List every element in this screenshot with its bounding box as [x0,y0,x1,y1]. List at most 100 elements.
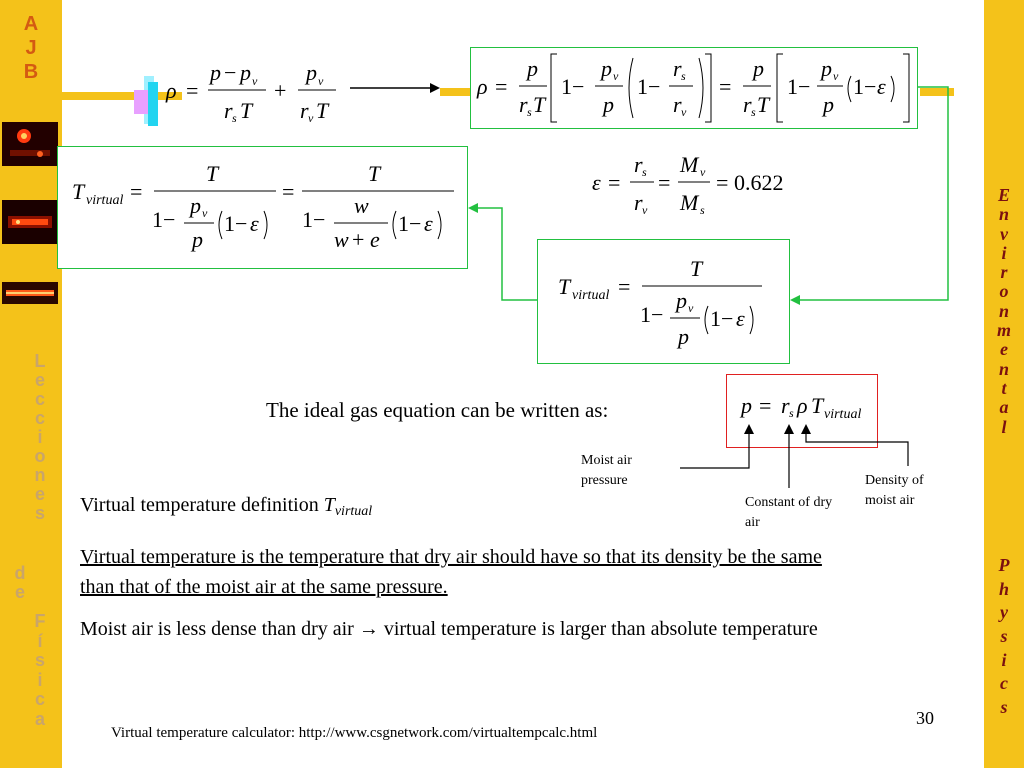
brand-letter: h [998,578,1009,599]
label-moist-air-pressure: Moist air pressure [581,453,632,488]
svg-text:1−: 1− [787,74,810,99]
svg-text:r: r [634,152,643,177]
calculator-link[interactable]: http://www.csgnetwork.com/virtualtempcal… [298,725,598,741]
svg-text:=: = [282,179,294,204]
label-density-moist-air: Density of moist air [865,473,924,508]
brand-letter: J [25,37,37,59]
svg-text:T: T [757,92,771,117]
svg-text:v: v [613,69,619,83]
brand-letter: L [34,351,46,371]
svg-text:ρ: ρ [165,78,177,103]
svg-text:1−: 1− [710,306,733,331]
svg-text:w: w [354,193,369,218]
svg-text:=: = [719,74,731,99]
svg-text:+: + [274,78,286,103]
svg-text:s: s [527,105,532,119]
definition-subscript: virtual [334,504,373,519]
brand-letter: s [1000,697,1008,718]
svg-text:p: p [188,193,201,218]
svg-text:T: T [811,393,825,418]
svg-text:p: p [525,56,538,81]
svg-text:ρ: ρ [796,393,808,418]
moist-air-statement: Moist air is less dense than dry air → v… [80,614,840,644]
svg-text:r: r [519,92,528,117]
brand-letter: r [1000,262,1008,283]
svg-text:=: = [759,393,771,418]
brand-letter: í [37,630,43,651]
brand-letter: s [1000,626,1008,647]
brand-letter: B [23,61,39,83]
definition-symbol: T [323,494,335,516]
svg-text:1−: 1− [640,302,663,327]
svg-text:=: = [186,78,198,103]
brand-letter: i [37,669,43,690]
svg-text:s: s [751,105,756,119]
svg-text:v: v [318,74,324,88]
svg-text:r: r [634,190,643,215]
brand-letter: e [34,484,45,504]
brand-letter: c [34,389,45,409]
svg-text:virtual: virtual [86,193,123,208]
brand-physics: P h y s i c s [990,556,1018,722]
definition-heading: Virtual temperature definition Tvirtual [80,490,372,527]
lab-photo-1 [2,122,58,166]
brand-letter: l [1001,416,1007,437]
svg-text:1−: 1− [853,74,876,99]
svg-text:−: − [224,60,236,85]
lab-photo-2 [2,200,58,244]
svg-text:virtual: virtual [572,288,609,303]
calculator-line: Virtual temperature calculator: http://w… [111,725,597,742]
lab-photo-3 [2,282,58,304]
brand-letter: d [14,563,26,583]
brand-letter: y [1000,602,1008,623]
svg-text:p: p [676,324,689,349]
svg-text:v: v [252,74,258,88]
brand-letter: E [997,185,1010,205]
svg-text:T: T [368,161,382,186]
brand-letter: P [998,555,1010,575]
svg-text:=: = [618,274,630,299]
brand-de: d e [8,564,32,602]
brand-letter: n [998,358,1009,379]
svg-text:r: r [673,92,682,117]
arrow-right [350,83,440,93]
svg-text:p: p [208,60,221,85]
brand-letter: F [34,611,46,631]
svg-text:=: = [495,74,507,99]
brand-letter: n [34,465,46,485]
svg-text:ε: ε [736,306,745,331]
brand-letter: n [998,204,1009,225]
brand-letter: i [1001,242,1007,263]
svg-text:=: = [608,170,620,195]
decor-line [440,88,470,96]
ideal-gas-intro: The ideal gas equation can be written as… [266,398,609,422]
svg-text:p: p [304,60,317,85]
svg-text:s: s [232,111,237,125]
svg-text:p: p [819,56,832,81]
svg-text:1−: 1− [561,74,584,99]
definition-sentence: Virtual temperature is the temperature t… [80,546,822,598]
svg-text:T: T [206,161,220,186]
svg-text:e: e [370,227,380,252]
brand-letter: i [1001,649,1007,670]
brand-letter: c [34,689,45,709]
brand-lecciones: L e c c i o n e s [28,352,52,523]
svg-text:v: v [833,69,839,83]
decor-line [62,92,182,100]
svg-text:M: M [679,190,700,215]
svg-text:ε: ε [424,211,433,236]
svg-text:p: p [751,56,764,81]
brand-letter: s [34,503,45,523]
svg-text:p: p [674,288,687,313]
svg-text:p: p [739,393,752,418]
decor-line [920,88,954,96]
arrow-icon: → [358,618,379,640]
brand-fisica: F í s i c a [28,612,52,729]
brand-letter: o [999,281,1009,302]
brand-letter: o [34,446,46,466]
